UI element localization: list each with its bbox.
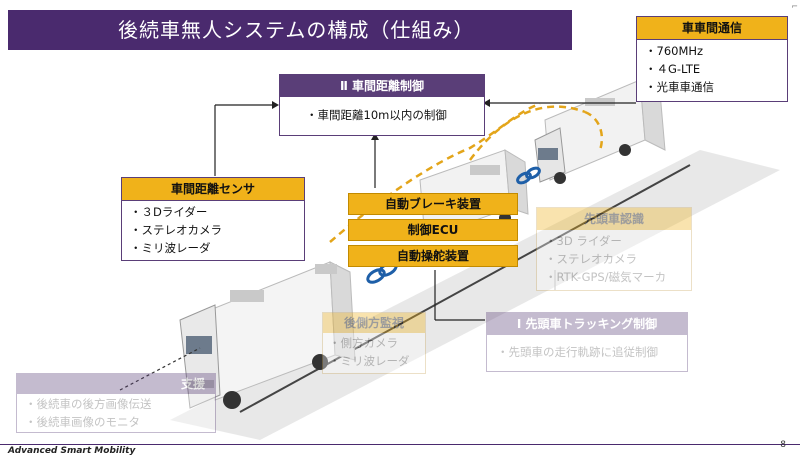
lead-tracking-item: ・先頭車の走行軌跡に追従制御 xyxy=(497,345,658,359)
lead-tracking-header: Ⅰ 先頭車トラッキング制御 xyxy=(487,313,687,335)
comm-arc-3 xyxy=(584,110,604,151)
inter-vehicle-comm-box: 車車間通信 ・760MHz ・４G-LTE ・光車車通信 xyxy=(636,16,788,102)
auto-steering-device: 自動操舵装置 xyxy=(348,245,518,267)
road-edge xyxy=(239,164,691,413)
lead-recognition-item: ・3D ライダー xyxy=(545,234,622,248)
support-item: ・後続車画像のモニタ xyxy=(25,415,140,429)
inter-vehicle-comm-header: 車車間通信 xyxy=(637,17,787,40)
distance-sensor-item: ・３Dライダー xyxy=(130,205,208,219)
auto-brake-device: 自動ブレーキ装置 xyxy=(348,193,518,215)
control-ecu-device: 制御ECU xyxy=(348,219,518,241)
rear-side-monitor-item: ・側方カメラ xyxy=(329,336,398,350)
lead-recognition-box: 先頭車認識 ・3D ライダー ・ステレオカメラ ・RTK-GPS/磁気マーカ xyxy=(536,207,692,291)
comm-arc-2 xyxy=(469,105,586,161)
inter-vehicle-comm-item: ・光車車通信 xyxy=(645,80,714,94)
lead-recognition-item: ・ステレオカメラ xyxy=(545,252,637,266)
rear-side-monitor-box: 後側方監視 ・側方カメラ ・ミリ波レーダ xyxy=(322,312,426,374)
distance-control-header: Ⅱ 車間距離制御 xyxy=(280,75,484,97)
distance-control-box: Ⅱ 車間距離制御 ・車間距離10m以内の制御 xyxy=(279,74,485,136)
distance-sensor-header: 車間距離センサ xyxy=(122,178,304,201)
lead-recognition-item: ・RTK-GPS/磁気マーカ xyxy=(545,270,667,284)
follower-truck-icon xyxy=(179,261,356,409)
corner-mark: ⌐ xyxy=(791,2,798,11)
footer-brand: Advanced Smart Mobility xyxy=(8,446,136,456)
distance-control-item: ・車間距離10m以内の制御 xyxy=(306,108,447,122)
page-number: 8 xyxy=(780,440,786,450)
support-item: ・後続車の後方画像伝送 xyxy=(25,397,152,411)
rear-side-monitor-item: ・ミリ波レーダ xyxy=(329,354,410,368)
lead-tracking-box: Ⅰ 先頭車トラッキング制御 ・先頭車の走行軌跡に追従制御 xyxy=(486,312,688,372)
page-title: 後続車無人システムの構成（仕組み） xyxy=(8,10,572,50)
footer-divider xyxy=(0,444,800,445)
comm-arc-1 xyxy=(329,102,541,243)
support-header: 支援 xyxy=(17,374,215,394)
rear-side-monitor-header: 後側方監視 xyxy=(323,313,425,333)
distance-sensor-box: 車間距離センサ ・３Dライダー ・ステレオカメラ ・ミリ波レーダ xyxy=(121,177,305,261)
inter-vehicle-comm-item: ・760MHz xyxy=(645,44,704,58)
distance-sensor-item: ・ステレオカメラ xyxy=(130,223,222,237)
distance-sensor-item: ・ミリ波レーダ xyxy=(130,241,211,255)
lead-recognition-header: 先頭車認識 xyxy=(537,208,691,230)
inter-vehicle-comm-item: ・４G-LTE xyxy=(645,62,701,76)
support-box: 支援 ・後続車の後方画像伝送 ・後続車画像のモニタ xyxy=(16,373,216,433)
chain-link-icon-1 xyxy=(516,166,541,185)
